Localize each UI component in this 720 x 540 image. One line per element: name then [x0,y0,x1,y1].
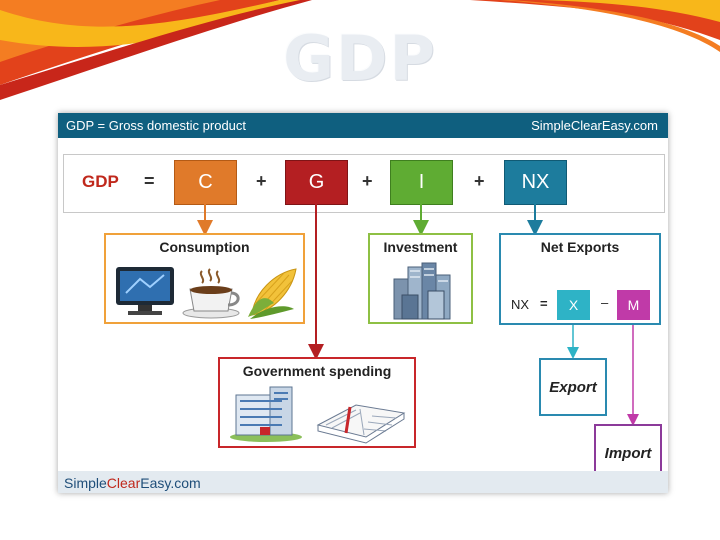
nx-formula-equals: = [540,296,548,311]
investment-label: Investment [370,239,471,255]
panel-footer: SimpleClearEasy.com [58,471,668,493]
export-box: Export [539,358,607,416]
m-tile: M [617,290,650,320]
government-icons [226,385,412,445]
consumption-label: Consumption [106,239,303,255]
net-exports-label: Net Exports [501,239,659,255]
x-tile: X [557,290,590,320]
computer-monitor-icon [116,267,174,315]
investment-box: Investment [368,233,473,324]
footer-brand-easy: Easy.com [140,475,200,491]
consumption-box: Consumption [104,233,305,324]
nx-formula-lhs: NX [511,297,529,312]
coffee-cup-icon [183,269,239,318]
government-building-icon [230,387,302,442]
nx-formula-minus: – [601,295,608,310]
corn-icon [248,269,296,319]
footer-brand-simple: Simple [64,475,107,491]
export-label: Export [541,379,605,396]
open-book-icon [318,405,404,443]
consumption-icons [114,263,299,321]
government-label: Government spending [220,363,414,379]
footer-brand: SimpleClearEasy.com [64,475,201,491]
footer-brand-clear: Clear [107,475,140,491]
government-box: Government spending [218,357,416,448]
skyscrapers-icon [388,261,456,321]
import-label: Import [596,445,660,462]
